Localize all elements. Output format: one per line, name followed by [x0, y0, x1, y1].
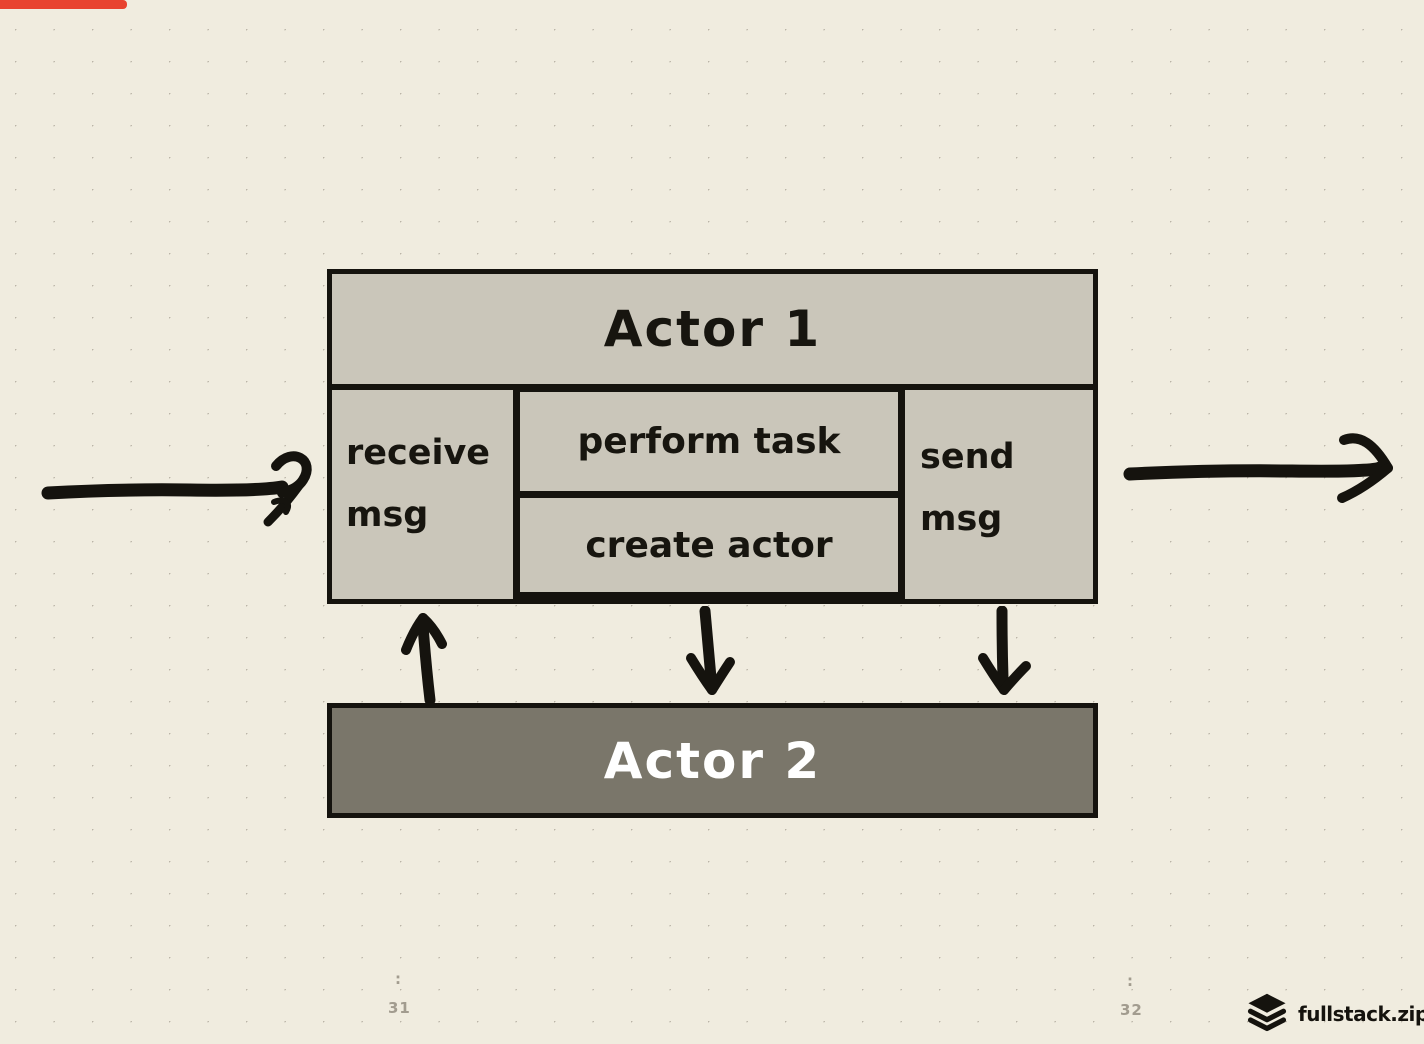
- actor2-box: Actor 2: [327, 703, 1098, 818]
- brand-logo[interactable]: fullstack.zip: [1246, 992, 1424, 1036]
- actor1-task-box: perform task create actor: [513, 385, 905, 599]
- perform-task-label: perform task: [577, 421, 841, 462]
- brand-name: fullstack.zip: [1298, 1002, 1424, 1026]
- receive-msg-cell: receive msg: [346, 422, 490, 546]
- actor2-to-receive-arrow: [396, 606, 460, 706]
- receive-msg-line2: msg: [346, 495, 429, 535]
- outgoing-message-arrow: [1122, 428, 1402, 518]
- send-msg-line2: msg: [920, 499, 1003, 539]
- layers-icon: [1246, 991, 1288, 1037]
- create-actor-label: create actor: [585, 524, 833, 566]
- slide-progress-bar: [0, 0, 127, 9]
- slide-ellipsis-left: :: [395, 970, 401, 988]
- perform-task-cell: perform task: [520, 392, 898, 498]
- actor1-title: Actor 1: [603, 300, 822, 358]
- page-number-left: 31: [388, 999, 411, 1017]
- incoming-message-arrow: [40, 438, 320, 543]
- create-actor-cell: create actor: [520, 498, 898, 592]
- actor2-title: Actor 2: [603, 731, 822, 790]
- actor1-header: Actor 1: [332, 274, 1093, 390]
- send-msg-line1: send: [920, 437, 1015, 477]
- receive-msg-line1: receive: [346, 433, 491, 473]
- actor1-box: Actor 1 receive msg perform task create …: [327, 269, 1098, 604]
- page-number-right: 32: [1120, 1001, 1143, 1019]
- slide-ellipsis-right: :: [1127, 972, 1133, 990]
- send-to-actor2-arrow: [972, 606, 1036, 701]
- create-to-actor2-arrow: [678, 606, 742, 701]
- send-msg-cell: send msg: [920, 426, 1015, 550]
